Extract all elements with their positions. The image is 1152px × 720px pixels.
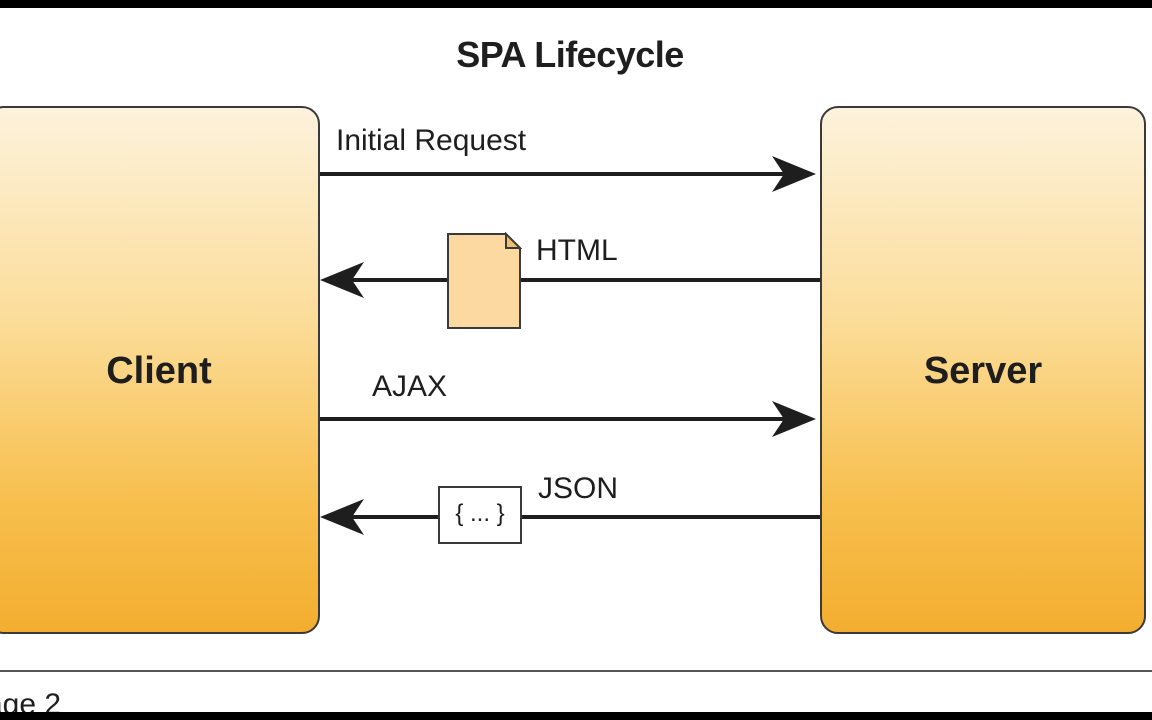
diagram-title: SPA Lifecycle bbox=[456, 34, 684, 75]
json-payload-icon: { ... } bbox=[438, 486, 522, 544]
flow-label-html: HTML bbox=[536, 234, 618, 267]
flow-label-ajax: AJAX bbox=[372, 370, 448, 403]
arrow-initial-request bbox=[320, 156, 816, 192]
flow-label-initial-request: Initial Request bbox=[336, 124, 527, 157]
client-label: Client bbox=[106, 350, 212, 392]
diagram-frame: SPA Lifecycle Client Server Initial Requ… bbox=[0, 8, 1152, 712]
arrow-html bbox=[320, 262, 820, 298]
flow-arrows bbox=[320, 156, 820, 535]
document-icon bbox=[447, 232, 522, 329]
server-box: Server bbox=[820, 106, 1146, 634]
client-box: Client bbox=[0, 106, 320, 634]
arrow-json bbox=[320, 499, 820, 535]
arrow-ajax bbox=[320, 401, 816, 437]
footer-divider bbox=[0, 670, 1152, 672]
footer-page-label: age 2 bbox=[0, 688, 62, 712]
flow-label-json: JSON bbox=[538, 472, 619, 505]
server-label: Server bbox=[923, 350, 1043, 392]
